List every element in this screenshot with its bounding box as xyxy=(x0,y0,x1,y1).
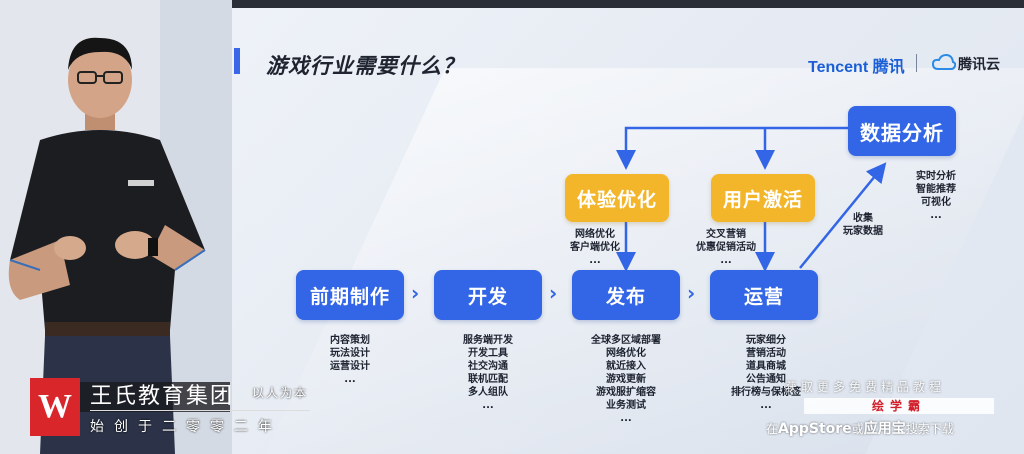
pre-production-notes: 内容策划 玩法设计 运营设计 ... xyxy=(330,335,370,385)
title-accent xyxy=(234,48,240,74)
experience-optimization-box: 体验优化 xyxy=(565,174,669,222)
step-operations: 运营 xyxy=(710,270,818,320)
operations-notes: 玩家细分 营销活动 道具商城 公告通知 排行榜与保标签 ... xyxy=(731,335,801,411)
promo-brand: 绘学霸 xyxy=(804,398,994,414)
development-notes: 服务端开发 开发工具 社交沟通 联机匹配 多人组队 ... xyxy=(463,335,513,411)
presenter-area xyxy=(0,0,232,454)
slide-title: 游戏行业需要什么？ xyxy=(266,54,464,78)
promo-line-3: 在AppStore或应用宝搜索下载 xyxy=(766,421,954,437)
wang-logo-icon: W xyxy=(30,378,80,436)
step-release: 发布 xyxy=(572,270,680,320)
tencent-logo: Tencent 腾讯 xyxy=(808,59,905,76)
watermark-divider xyxy=(90,410,310,411)
analysis-notes: 实时分析 智能推荐 可视化 ... xyxy=(916,171,956,221)
chevron-right-icon: › xyxy=(411,281,420,305)
presentation-slide xyxy=(232,8,1024,454)
logo-divider xyxy=(916,54,917,72)
release-notes: 全球多区域部署 网络优化 就近接入 游戏更新 游戏服扩缩容 业务测试 ... xyxy=(591,335,661,424)
user-activation-box: 用户激活 xyxy=(711,174,815,222)
promo-line-1: 获取更多免费精品教程 xyxy=(785,380,946,394)
tencent-cloud-logo: 腾讯云 xyxy=(958,57,1000,73)
cloud-icon xyxy=(932,53,956,70)
data-analysis-box: 数据分析 xyxy=(848,106,956,156)
optimization-notes: 网络优化 客户端优化 ... xyxy=(570,229,620,266)
chevron-right-icon: › xyxy=(687,281,696,305)
activation-notes: 交叉营销 优惠促销活动 ... xyxy=(696,229,756,266)
org-since: 始创于二零零二年 xyxy=(90,419,282,435)
org-slogan: 以人为本 xyxy=(252,386,309,400)
step-development: 开发 xyxy=(434,270,542,320)
org-name: 王氏教育集团 xyxy=(90,384,235,409)
presenter-figure xyxy=(0,0,232,454)
collect-data-notes: 收集 玩家数据 xyxy=(843,213,883,237)
chevron-right-icon: › xyxy=(549,281,558,305)
step-pre-production: 前期制作 xyxy=(296,270,404,320)
